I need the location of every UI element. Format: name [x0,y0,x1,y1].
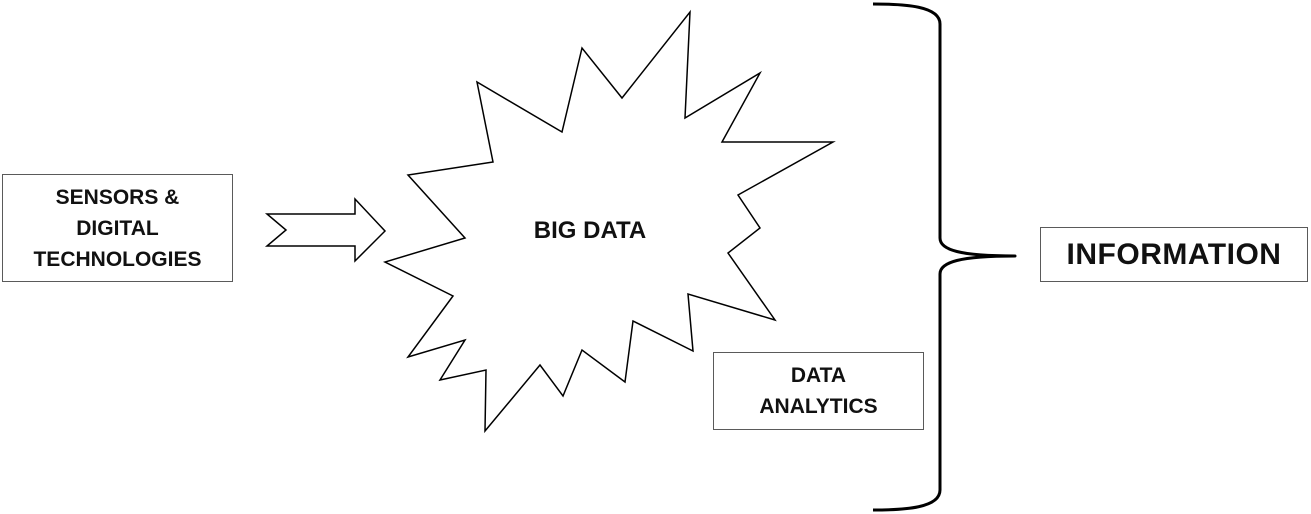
information-box: INFORMATION [1040,227,1308,282]
sensors-line-1: SENSORS & [55,185,180,209]
sensors-box: SENSORS & DIGITAL TECHNOLOGIES [2,174,233,282]
sensors-line-2: DIGITAL [76,216,159,240]
analytics-line-1: DATA [790,364,847,387]
right-curly-brace [872,2,1017,512]
block-arrow [264,197,387,263]
sensors-line-3: TECHNOLOGIES [33,247,202,271]
data-analytics-box: DATA ANALYTICS [713,352,924,430]
analytics-line-2: ANALYTICS [759,395,878,418]
information-label: INFORMATION [1066,237,1282,271]
big-data-label: BIG DATA [533,217,647,244]
big-data-burst [382,9,836,434]
